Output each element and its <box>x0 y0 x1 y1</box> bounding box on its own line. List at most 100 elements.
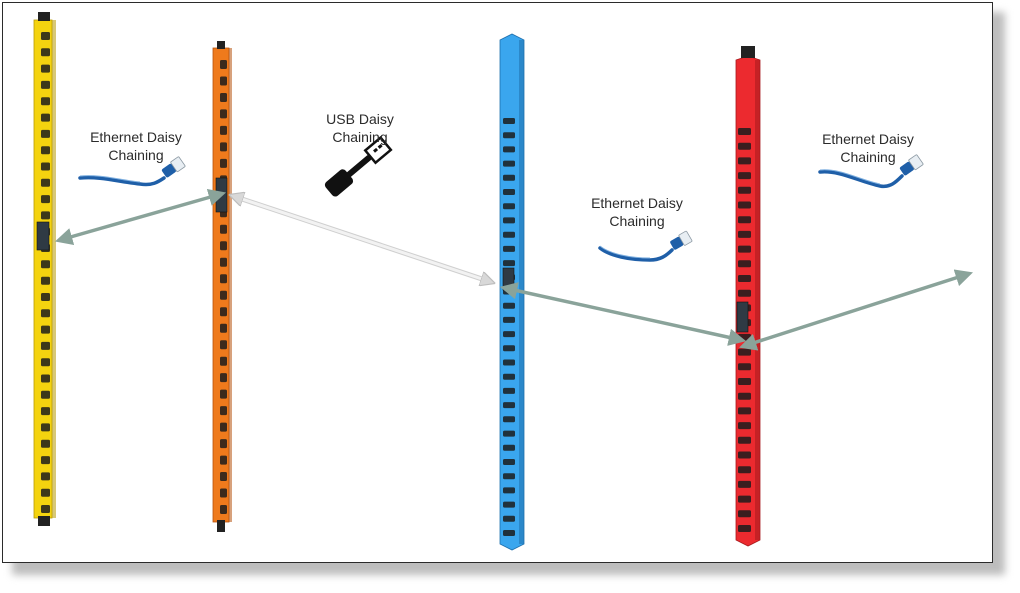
outlet <box>738 186 751 194</box>
outlet <box>503 174 515 181</box>
pdu-red <box>735 46 761 547</box>
outlet <box>503 501 515 508</box>
label-line: Chaining <box>840 149 896 165</box>
outlet <box>503 331 515 338</box>
outlet <box>220 290 227 300</box>
label-usb: USB Daisy Chaining <box>300 110 420 146</box>
outlet <box>220 224 227 234</box>
outlet <box>220 472 227 481</box>
ethernet-cable-icon <box>818 154 924 189</box>
outlet <box>41 146 50 155</box>
outlet <box>220 125 227 135</box>
outlet <box>738 289 751 297</box>
usb-link-orange-blue <box>233 196 491 282</box>
outlet <box>220 241 227 251</box>
outlet <box>220 389 227 399</box>
outlet <box>41 129 50 138</box>
outlet <box>738 466 751 474</box>
outlet <box>41 162 50 171</box>
outlet <box>220 439 227 449</box>
outlet <box>503 373 515 380</box>
outlet <box>503 189 515 195</box>
outlet <box>503 345 515 352</box>
outlet <box>503 473 515 480</box>
outlet <box>41 113 50 122</box>
ethernet-link-blue-red <box>499 282 747 346</box>
outlet <box>220 356 227 366</box>
outlet <box>503 359 515 366</box>
outlet <box>503 160 515 167</box>
outlet <box>220 93 227 102</box>
outlet <box>503 459 515 465</box>
outlet <box>738 201 751 209</box>
outlet <box>503 302 515 309</box>
outlet <box>220 274 227 284</box>
outlet <box>220 455 227 465</box>
outlet <box>41 325 50 334</box>
outlet <box>738 525 751 532</box>
outlet <box>220 307 227 317</box>
outlet <box>41 358 50 367</box>
outlet <box>503 132 515 139</box>
outlet <box>738 245 751 253</box>
outlet <box>41 64 50 73</box>
outlet <box>41 423 50 432</box>
outlet <box>503 430 515 437</box>
outlet <box>503 118 515 124</box>
outlet <box>503 387 515 394</box>
outlet <box>41 341 50 350</box>
outlet <box>503 444 515 451</box>
outlet <box>41 505 50 513</box>
pdu-yellow <box>33 12 56 526</box>
outlet <box>220 257 227 267</box>
outlet <box>738 480 751 488</box>
outlet <box>41 211 50 220</box>
outlet <box>503 203 515 210</box>
outlet <box>738 128 751 135</box>
pdu-orange <box>212 41 232 532</box>
outlet <box>738 378 751 385</box>
label-line: Chaining <box>609 213 665 229</box>
outlet <box>41 456 50 465</box>
ethernet-link-yellow-orange <box>54 188 227 246</box>
ethernet-cable-icon <box>598 230 693 262</box>
outlet <box>41 293 50 301</box>
outlet <box>220 373 227 383</box>
outlet <box>738 363 751 371</box>
ethernet-cable-icon <box>78 156 186 187</box>
outlet <box>738 510 751 518</box>
outlet <box>220 340 227 350</box>
label-line: Ethernet Daisy <box>90 129 182 145</box>
outlet <box>738 230 751 238</box>
outlet <box>41 472 50 481</box>
outlet <box>503 231 515 238</box>
outlet <box>220 60 227 69</box>
outlet <box>738 495 751 503</box>
label-ethernet-middle: Ethernet Daisy Chaining <box>577 194 697 230</box>
outlet <box>41 309 50 318</box>
outlet <box>41 32 50 40</box>
outlet <box>738 392 751 400</box>
outlet <box>503 260 515 267</box>
outlet <box>503 316 515 323</box>
outlet <box>738 422 751 430</box>
outlet <box>503 530 515 536</box>
outlet <box>738 407 751 415</box>
outlet <box>41 374 50 383</box>
usb-plug-icon <box>324 135 393 197</box>
outlet <box>738 260 751 268</box>
label-line: Chaining <box>332 129 388 145</box>
outlet <box>738 142 751 150</box>
outlet <box>503 487 515 494</box>
outlet <box>503 217 515 224</box>
outlet <box>220 76 227 86</box>
outlet <box>41 488 50 497</box>
label-ethernet-right: Ethernet Daisy Chaining <box>808 130 928 166</box>
outlet <box>220 488 227 498</box>
outlet <box>41 48 50 57</box>
outlet <box>503 515 515 522</box>
outlet <box>738 451 751 459</box>
label-line: USB Daisy <box>326 111 394 127</box>
outlet <box>220 323 227 333</box>
outlet <box>503 245 515 252</box>
